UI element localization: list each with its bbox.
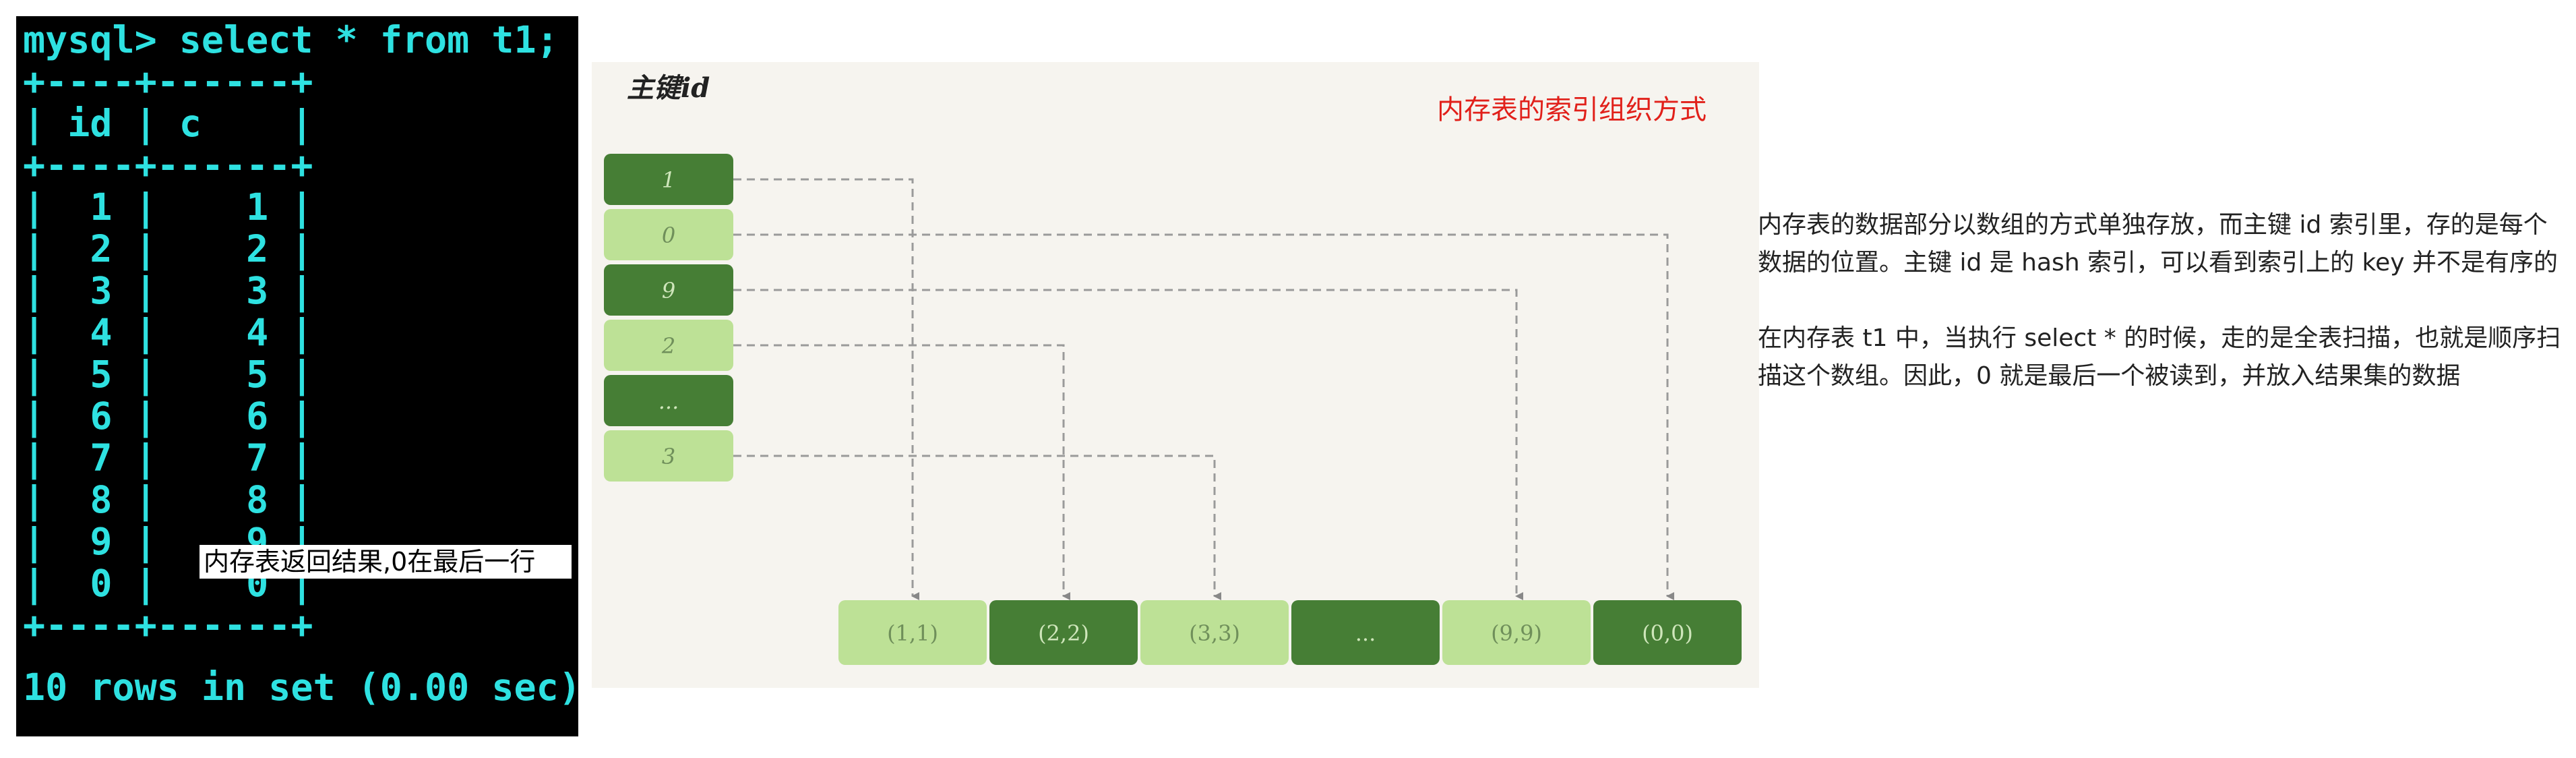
pointer-arrow — [733, 289, 1523, 600]
table-row: | 1 | 1 | — [23, 185, 313, 229]
index-key-label: 9 — [662, 278, 675, 303]
table-row: | 4 | 4 | — [23, 311, 313, 354]
explanation-paragraph-1: 内存表的数据部分以数组的方式单独存放，而主键 id 索引里，存的是每个数据的位置… — [1758, 211, 2558, 276]
table-row: | 9 | 9 | — [23, 520, 313, 563]
table-header: | id | c | — [23, 102, 313, 145]
index-key-label: 3 — [662, 444, 675, 469]
index-diagram: 1 0 9 2... 3 (1,1) (2,2) (3,3)... (9,9) (0,0) 主键i… — [592, 62, 1759, 688]
pointer-arrow — [733, 344, 1070, 600]
table-border-top: +----+------+ — [23, 60, 313, 103]
mysql-terminal: mysql> select * from t1; +----+------+| … — [16, 16, 578, 736]
terminal-prompt: mysql> select * from t1; — [23, 18, 559, 61]
pointer-arrow — [733, 455, 1221, 600]
index-key-box — [604, 430, 733, 482]
data-row-box — [1442, 600, 1591, 665]
explanation-paragraph-2: 在内存表 t1 中，当执行 select * 的时候，走的是全表扫描，也就是顺序… — [1758, 324, 2561, 390]
data-row-box — [989, 600, 1138, 665]
data-row-label: (0,0) — [1642, 620, 1693, 646]
table-row: | 3 | 3 | — [23, 269, 313, 312]
pointer-arrow — [733, 178, 919, 600]
index-key-box — [604, 375, 733, 426]
result-annotation: 内存表返回结果,0在最后一行 — [200, 545, 572, 579]
table-row: | 8 | 8 | — [23, 478, 313, 521]
data-row-box — [1140, 600, 1289, 665]
data-row-label: (9,9) — [1491, 620, 1542, 646]
index-key-label: 0 — [662, 223, 675, 248]
index-key-label: 1 — [662, 167, 675, 193]
pointer-arrow — [733, 233, 1674, 600]
data-row-box — [838, 600, 987, 665]
diagram-title: 内存表的索引组织方式 — [1437, 94, 1707, 125]
data-row-label: (3,3) — [1189, 620, 1240, 646]
index-key-box — [604, 154, 733, 205]
terminal-footer: 10 rows in set (0.00 sec) — [23, 666, 578, 709]
table-border-mid: +----+------+ — [23, 144, 313, 187]
table-border-bottom: +----+------+ — [23, 604, 313, 647]
diagram-canvas: 1 0 9 2... 3 (1,1) (2,2) (3,3)... (9,9) (0,0) — [604, 154, 1742, 665]
explanation: 内存表的数据部分以数组的方式单独存放，而主键 id 索引里，存的是每个数据的位置… — [1758, 206, 2571, 433]
data-row-box — [1593, 600, 1742, 665]
index-key-label: 2 — [661, 333, 675, 359]
index-key-box — [604, 264, 733, 316]
primary-key-label: 主键id — [627, 72, 710, 104]
table-row: | 2 | 2 | — [23, 227, 313, 270]
index-key-box — [604, 320, 733, 371]
data-row-label: (2,2) — [1038, 620, 1089, 646]
data-row-box — [1291, 600, 1440, 665]
table-row: | 7 | 7 | — [23, 436, 313, 479]
data-row-label: ... — [1355, 620, 1376, 646]
table-row: | 6 | 6 | — [23, 395, 313, 438]
index-key-label: ... — [658, 388, 679, 414]
data-row-label: (1,1) — [887, 620, 938, 646]
table-row: | 5 | 5 | — [23, 353, 313, 396]
index-key-box — [604, 209, 733, 260]
